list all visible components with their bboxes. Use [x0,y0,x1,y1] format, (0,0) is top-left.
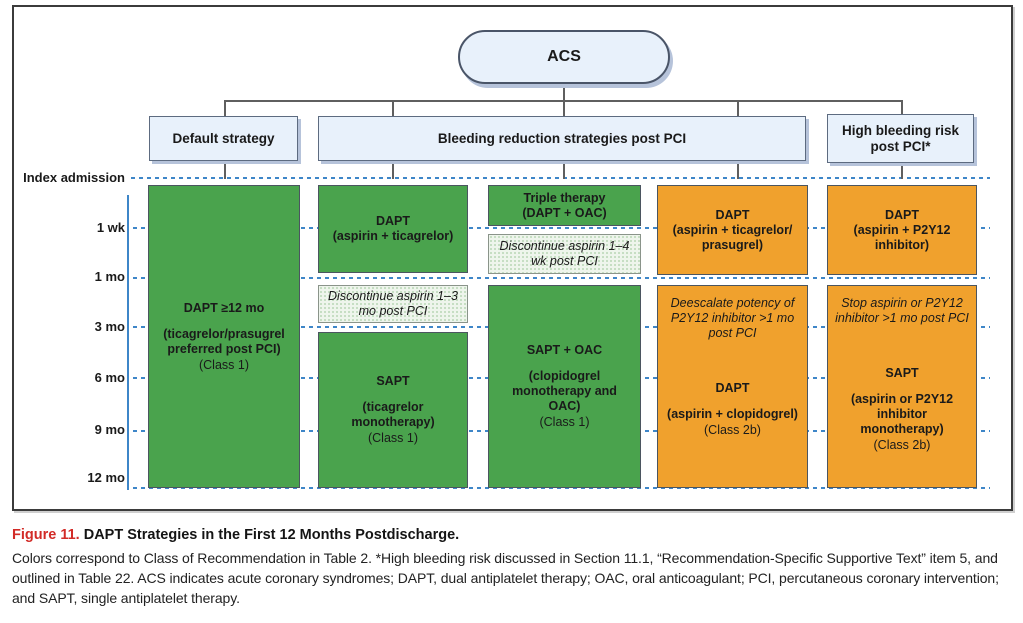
col5-stop-aspirin-sapt-box: Stop aspirin or P2Y12 inhibitor >1 mo po… [827,285,977,488]
connector-col4-to-timeline [737,161,739,179]
dash-line-1mo [133,277,990,279]
timeline-axis-line [127,195,129,490]
box-title: SAPT [885,366,919,380]
box-class-label: (Class 1) [198,357,249,372]
header-bleeding-reduction: Bleeding reduction strategies post PCI [318,116,806,161]
connector-drop-bleeding-right [737,100,739,117]
caption-title: Figure 11. DAPT Strategies in the First … [12,526,1015,545]
connector-drop-bleeding-left [392,100,394,117]
timeline-label-3mo: 3 mo [94,319,125,334]
dash-line-12mo [133,487,990,489]
timeline-label-9mo: 9 mo [94,422,125,437]
note-text: Discontinue aspirin 1–3 mo post PCI [328,289,458,318]
box-class-label: (Class 1) [539,415,590,429]
box-class-label: (Class 1) [367,431,418,445]
connector-col3-to-timeline [563,161,565,179]
connector-drop-hbr [901,100,903,115]
box-title: DAPT [884,207,920,222]
box-title: Triple therapy [523,190,606,205]
col5-dapt-box: DAPT (aspirin + P2Y12 inhibitor) [827,185,977,275]
note-text: Discontinue aspirin 1–4 wk post PCI [499,239,630,268]
box-subtitle: (clopidogrel monotherapy and OAC) [512,369,617,413]
header-default-strategy: Default strategy [149,116,298,161]
box-subtitle: (aspirin + clopidogrel) [667,407,798,421]
box-subtitle: (aspirin + ticagrelor) [332,229,454,243]
acs-label: ACS [547,48,581,65]
box-subtitle: (aspirin + ticagrelor/ prasugrel) [672,222,793,252]
box-title: DAPT [375,214,411,228]
box-title: DAPT ≥12 mo [183,300,265,315]
box-title: DAPT [715,381,750,395]
connector-drop-default [224,100,226,117]
connector-col5-to-timeline [901,161,903,179]
acs-node: ACS [458,30,670,84]
col3-triple-therapy-box: Triple therapy (DAPT + OAC) [488,185,641,226]
timeline-label-index-admission: Index admission [23,170,125,185]
header-high-bleeding-risk-label: High bleeding risk post PCI* [841,122,960,154]
header-bleeding-reduction-label: Bleeding reduction strategies post PCI [437,130,687,146]
col4-deescalate-dapt-box: Deescalate potency of P2Y12 inhibitor >1… [657,285,808,488]
box-subtitle: (aspirin + P2Y12 inhibitor) [853,222,951,252]
timeline-label-1wk: 1 wk [96,220,125,235]
figure-caption: Figure 11. DAPT Strategies in the First … [12,526,1015,608]
header-default-strategy-label: Default strategy [172,130,275,146]
box-note: Stop aspirin or P2Y12 inhibitor >1 mo po… [835,296,969,325]
box-note: Deescalate potency of P2Y12 inhibitor >1… [670,296,795,340]
header-high-bleeding-risk: High bleeding risk post PCI* [827,114,974,163]
col1-dapt-12mo-box: DAPT ≥12 mo (ticagrelor/prasugrel prefer… [148,185,300,488]
box-class-label: (Class 2b) [704,423,761,437]
dash-line-1wk [133,227,990,229]
box-title: SAPT [376,374,410,388]
box-subtitle: (aspirin or P2Y12 inhibitor monotherapy) [850,392,954,436]
caption-title-text: DAPT Strategies in the First 12 Months P… [79,527,460,543]
connector-col2-to-timeline [392,161,394,179]
col3-discontinue-aspirin-note: Discontinue aspirin 1–4 wk post PCI [488,234,641,274]
box-subtitle: (DAPT + OAC) [522,205,607,220]
box-subtitle: (ticagrelor monotherapy) [351,400,435,429]
dash-line-index-admission [131,177,990,179]
box-class-label: (Class 2b) [873,438,931,452]
caption-figure-number: Figure 11. [12,527,80,543]
col3-sapt-oac-box: SAPT + OAC (clopidogrel monotherapy and … [488,285,641,488]
connector-top-horizontal [224,100,903,102]
timeline-label-12mo: 12 mo [87,470,125,485]
timeline-label-6mo: 6 mo [94,370,125,385]
col4-dapt-box: DAPT (aspirin + ticagrelor/ prasugrel) [657,185,808,275]
col2-discontinue-aspirin-note: Discontinue aspirin 1–3 mo post PCI [318,285,468,323]
box-title: DAPT [715,207,750,222]
connector-default-to-timeline [224,161,226,179]
caption-body: Colors correspond to Class of Recommenda… [12,550,999,606]
col2-sapt-box: SAPT (ticagrelor monotherapy) (Class 1) [318,332,468,488]
box-title: SAPT + OAC [526,343,603,357]
box-subtitle: (ticagrelor/prasugrel preferred post PCI… [163,326,285,356]
col2-dapt-box: DAPT (aspirin + ticagrelor) [318,185,468,273]
timeline-label-1mo: 1 mo [94,269,125,284]
